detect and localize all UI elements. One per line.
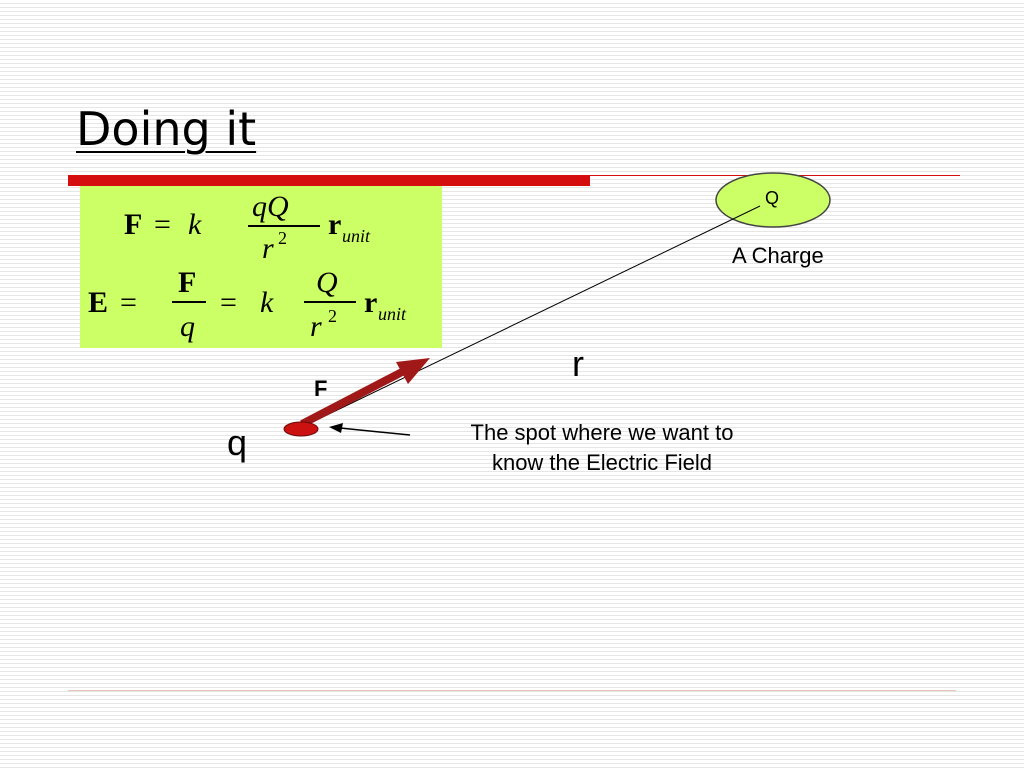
field-frac-numerator: F	[178, 266, 196, 299]
force-lhs: F	[124, 208, 142, 241]
force-coef: k	[188, 208, 202, 241]
field-equals-2: =	[220, 286, 237, 319]
field-lhs: E	[88, 286, 108, 319]
force-equals: =	[154, 208, 171, 241]
footer-rule	[68, 690, 956, 691]
test-charge-dot	[283, 421, 319, 437]
force-unit-subscript: unit	[342, 226, 371, 246]
field-formula: E = F q = k Q r 2 r unit	[88, 266, 407, 343]
field-frac-denominator: q	[180, 310, 195, 343]
field-unit-subscript: unit	[378, 304, 407, 324]
title-rule-thick	[68, 175, 590, 186]
force-unit-vector: r	[328, 208, 341, 241]
force-numerator: qQ	[252, 190, 289, 223]
field-exponent: 2	[328, 306, 337, 326]
force-arrow-shaft	[300, 368, 404, 428]
formula-svg: F = k qQ r 2 r unit E = F q = k Q	[88, 190, 407, 343]
source-charge-caption: A Charge	[732, 243, 824, 268]
test-charge-label: q	[227, 422, 248, 463]
slide-title: Doing it	[76, 102, 257, 156]
distance-label: r	[572, 343, 584, 384]
pointer-arrow-line	[339, 427, 411, 436]
force-arrow-head	[396, 358, 430, 384]
spot-caption: The spot where we want to know the Elect…	[470, 420, 734, 475]
field-unit-vector: r	[364, 286, 377, 319]
force-exponent: 2	[278, 228, 287, 248]
distance-line	[299, 205, 761, 429]
field-numerator: Q	[316, 266, 338, 299]
source-charge-label: Q	[765, 188, 780, 208]
field-coef: k	[260, 286, 274, 319]
force-denominator: r	[262, 232, 274, 265]
force-formula: F = k qQ r 2 r unit	[124, 190, 371, 265]
field-denominator: r	[310, 310, 322, 343]
pointer-arrow-head	[329, 423, 343, 433]
field-equals-1: =	[120, 286, 137, 319]
formula-box: F = k qQ r 2 r unit E = F q = k Q	[80, 186, 442, 348]
force-label: F	[314, 376, 328, 401]
